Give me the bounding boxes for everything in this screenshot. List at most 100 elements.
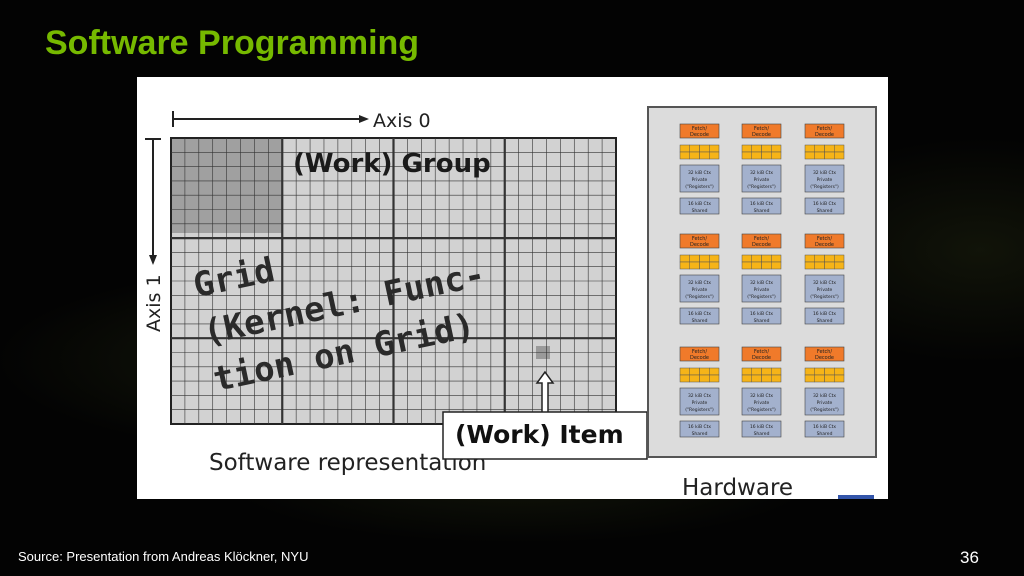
alu-cell	[804, 144, 815, 153]
shared-context-memory	[679, 420, 720, 438]
alu-cell	[679, 151, 690, 160]
alu-cell	[689, 374, 700, 383]
alu-cell	[709, 261, 720, 270]
alu-cell	[814, 374, 825, 383]
alu-cell	[771, 374, 782, 383]
slide-title: Software Programming	[45, 24, 420, 62]
alu-cell	[814, 254, 825, 263]
private-memory-text: ("Registers")	[747, 294, 776, 300]
alu-cell	[689, 367, 700, 376]
private-memory-text: ("Registers")	[810, 407, 839, 413]
fetch-decode-text: Fetch/	[817, 126, 833, 132]
private-context-memory	[804, 164, 845, 193]
shared-memory-text: Shared	[692, 318, 708, 324]
shared-context-memory	[741, 420, 782, 438]
shared-memory-text: Shared	[817, 431, 833, 437]
alu-cell	[814, 151, 825, 160]
shared-memory-text: 16 kiB Ctx	[688, 424, 711, 430]
alu-cell	[761, 254, 772, 263]
private-context-memory	[804, 274, 845, 303]
private-memory-text: 32 kiB Ctx	[688, 280, 711, 286]
private-memory-text: 32 kiB Ctx	[750, 170, 773, 176]
alu-cell	[824, 261, 835, 270]
shared-memory-text: 16 kiB Ctx	[688, 311, 711, 317]
hardware-caption: Hardware	[682, 475, 793, 499]
alu-cell	[804, 261, 815, 270]
alu-cell	[824, 144, 835, 153]
shared-memory-text: Shared	[817, 318, 833, 324]
private-memory-text: Private	[754, 400, 770, 406]
source-citation: Source: Presentation from Andreas Klöckn…	[18, 549, 309, 564]
alu-cell	[679, 144, 690, 153]
private-memory-text: 32 kiB Ctx	[813, 393, 836, 399]
private-context-memory	[804, 387, 845, 416]
alu-cell	[689, 151, 700, 160]
fetch-decode-text: Decode	[752, 132, 771, 138]
work-group-highlight	[172, 139, 282, 233]
alu-cell	[741, 144, 752, 153]
alu-cell	[761, 374, 772, 383]
private-context-memory	[679, 164, 720, 193]
shared-memory-text: Shared	[692, 431, 708, 437]
fetch-decode-text: Fetch/	[754, 236, 770, 242]
alu-cell	[814, 367, 825, 376]
alu-cell	[761, 151, 772, 160]
fetch-decode-unit	[679, 123, 720, 139]
fetch-decode-unit	[741, 346, 782, 362]
alu-cell	[824, 367, 835, 376]
alu-cell	[771, 254, 782, 263]
alu-cell	[751, 144, 762, 153]
alu-cell	[824, 374, 835, 383]
alu-cell	[761, 144, 772, 153]
fetch-decode-unit	[741, 123, 782, 139]
alu-cell	[814, 261, 825, 270]
shared-memory-text: 16 kiB Ctx	[750, 311, 773, 317]
shared-context-memory	[804, 197, 845, 215]
shared-memory-text: Shared	[754, 318, 770, 324]
shared-memory-text: Shared	[754, 208, 770, 214]
private-memory-text: ("Registers")	[685, 407, 714, 413]
fetch-decode-unit	[804, 346, 845, 362]
private-memory-text: ("Registers")	[747, 407, 776, 413]
shared-context-memory	[679, 197, 720, 215]
fetch-decode-text: Decode	[815, 242, 834, 248]
private-memory-text: 32 kiB Ctx	[688, 170, 711, 176]
shared-context-memory	[741, 307, 782, 325]
alu-cell	[751, 367, 762, 376]
fetch-decode-text: Decode	[815, 355, 834, 361]
fetch-decode-text: Decode	[815, 132, 834, 138]
alu-cell	[709, 151, 720, 160]
alu-cell	[804, 367, 815, 376]
axis-0-label: Axis 0	[373, 110, 431, 132]
alu-cell	[761, 367, 772, 376]
alu-cell	[771, 261, 782, 270]
fetch-decode-unit	[804, 123, 845, 139]
private-memory-text: Private	[692, 287, 708, 293]
private-memory-text: Private	[817, 400, 833, 406]
alu-cell	[689, 261, 700, 270]
fetch-decode-unit	[804, 233, 845, 249]
page-number: 36	[960, 548, 979, 567]
shared-context-memory	[741, 197, 782, 215]
alu-cell	[679, 367, 690, 376]
alu-cell	[679, 374, 690, 383]
alu-cell	[814, 144, 825, 153]
figure-panel: Axis 0 Axis 1 (Work) Group Grid (Kernel:…	[137, 77, 888, 499]
alu-cell	[751, 261, 762, 270]
fetch-decode-text: Fetch/	[754, 126, 770, 132]
private-memory-text: 32 kiB Ctx	[750, 393, 773, 399]
alu-cell	[834, 374, 845, 383]
private-memory-text: 32 kiB Ctx	[813, 280, 836, 286]
fetch-decode-unit	[679, 346, 720, 362]
alu-cell	[689, 254, 700, 263]
shared-memory-text: 16 kiB Ctx	[750, 424, 773, 430]
alu-cell	[699, 374, 710, 383]
